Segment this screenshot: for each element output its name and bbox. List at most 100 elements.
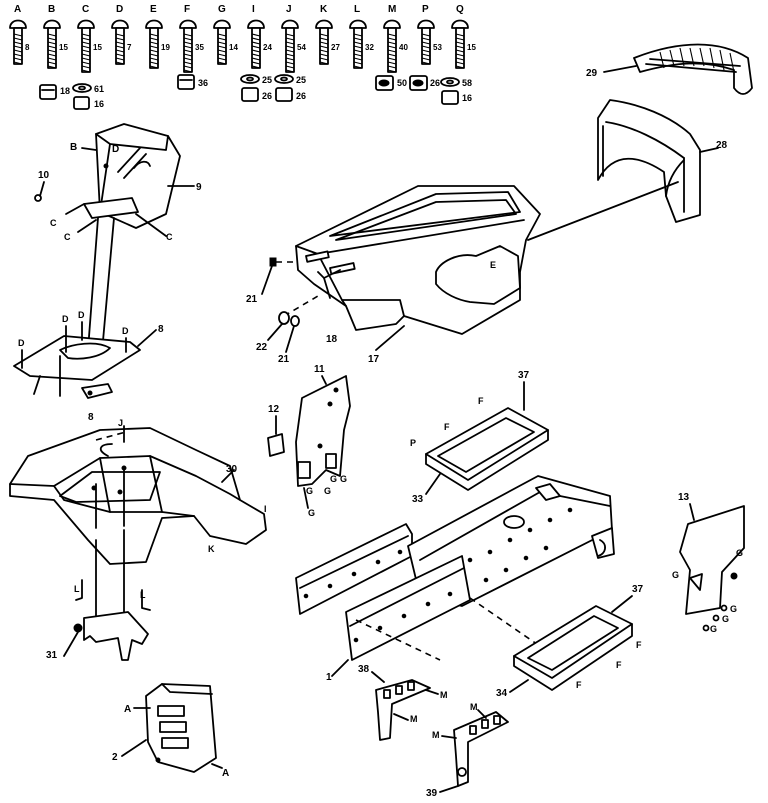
bolt-size: 15: [59, 43, 68, 52]
panel-letter-d: D: [112, 144, 119, 155]
bolt-head: [417, 19, 435, 29]
washer-label: 61: [94, 84, 104, 94]
bolt-head: [111, 19, 129, 29]
part-11-side-bracket: 11 G G G G G: [295, 364, 351, 518]
letter-g4: G: [340, 474, 347, 484]
letter-d3: D: [18, 338, 25, 348]
nut-label: 16: [94, 99, 104, 109]
letter-a-right: A: [222, 768, 229, 779]
bolt-size: 15: [93, 43, 102, 52]
part-8-floor-plate: D D D D 8 8: [13, 310, 164, 423]
letter-m2: M: [410, 714, 418, 724]
part-38-bracket: 38 M M: [358, 664, 448, 741]
letter-l-right: L: [140, 590, 146, 600]
bolt-size: 15: [467, 43, 476, 52]
letter-j-top: J: [118, 418, 123, 428]
washer-label: 25: [296, 75, 306, 85]
bolt-q: Q 15: [451, 4, 476, 69]
nut-label: 26: [262, 91, 272, 101]
letter-k-bottom: K: [208, 544, 215, 554]
bolt-letter: P: [422, 4, 429, 15]
bolt-head: [281, 19, 299, 29]
nut-label: 36: [198, 78, 208, 88]
part-13-right-bracket: 13 G G G G G: [672, 492, 745, 634]
nut-c: 16: [73, 96, 104, 110]
letter-g13b: G: [736, 548, 743, 558]
part-34-footrest: 37 F F F 34: [496, 584, 644, 699]
letter-a-left: A: [124, 704, 131, 715]
bolt-i: I 24: [247, 4, 272, 69]
bolt-head: [213, 19, 231, 29]
bolt-head: [77, 19, 95, 29]
nut-b: 18: [39, 84, 70, 100]
letter-g5: G: [308, 508, 315, 518]
letter-f-top2: F: [444, 422, 450, 432]
bolt-letter: Q: [456, 4, 464, 15]
nut-m: 50: [375, 75, 407, 91]
letter-g1: G: [306, 486, 313, 496]
letter-f-bot3: F: [576, 680, 582, 690]
letter-m1: M: [440, 690, 448, 700]
bolt-letter: C: [82, 4, 89, 15]
bolt-size: 24: [263, 43, 272, 52]
nut-label: 26: [296, 91, 306, 101]
part-39-bracket: M M 39: [426, 702, 509, 799]
bolt-size: 19: [161, 43, 170, 52]
callout-31: 31: [46, 650, 58, 661]
bolt-letter: E: [150, 4, 157, 15]
washer-j: 25: [274, 74, 306, 85]
callout-9: 9: [196, 182, 202, 193]
letter-g2: G: [324, 486, 331, 496]
callout-38: 38: [358, 664, 370, 675]
bolt-head: [383, 19, 401, 29]
part-29-grille: 29: [586, 43, 753, 95]
callout-18: 18: [326, 334, 338, 345]
part-9-dash-panel: D 9 B C C C 10: [34, 123, 202, 353]
nut-p: 26: [409, 75, 440, 91]
letter-g13d: G: [722, 614, 729, 624]
callout-10: 10: [38, 170, 50, 181]
bolt-j: J54: [281, 4, 306, 73]
letter-b-dash: B: [70, 142, 77, 153]
nut-label: 50: [397, 78, 407, 88]
bolt-head: [315, 19, 333, 29]
part-17-hood: E 18 17 21 22 21: [246, 185, 541, 365]
bolt-size: 53: [433, 43, 442, 52]
callout-21a: 21: [246, 294, 258, 305]
bolt-head: [247, 19, 265, 29]
callout-37a: 37: [518, 370, 530, 381]
frame-holes: [303, 507, 573, 643]
letter-m3: M: [470, 702, 478, 712]
callout-12: 12: [268, 404, 280, 415]
bolt-letter: I: [252, 4, 255, 15]
callout-11: 11: [314, 364, 325, 375]
bolt-l: L32: [349, 4, 374, 69]
part-12-plate: 12: [267, 404, 285, 457]
callout-1: 1: [326, 672, 332, 683]
letter-f-bot2: F: [616, 660, 622, 670]
bolt-m: M40: [383, 4, 408, 73]
washer-c: 61: [72, 83, 104, 94]
letter-d4: D: [122, 326, 129, 336]
nut-label: 18: [60, 86, 70, 96]
part-1-frame: 1: [295, 475, 615, 683]
callout-8b: 8: [88, 412, 94, 423]
bolt-letter: J: [286, 4, 292, 15]
letter-d2: D: [78, 310, 85, 320]
callout-8a: 8: [158, 324, 164, 335]
bolt-e: E 19: [145, 4, 170, 69]
letter-c-left2: C: [64, 232, 71, 242]
callout-22: 22: [256, 342, 268, 353]
callout-2: 2: [112, 752, 118, 763]
bolt-head: [451, 19, 469, 29]
washer-i: 25: [240, 74, 272, 85]
letter-p-top: P: [410, 438, 416, 448]
part-2-cover: A A 2: [112, 683, 229, 779]
nut-j: 26: [275, 87, 306, 102]
letter-f-top1: F: [478, 396, 484, 406]
bolt-letter: L: [354, 4, 360, 15]
bolt-k: K27: [315, 4, 340, 65]
bolt-head: [349, 19, 367, 29]
